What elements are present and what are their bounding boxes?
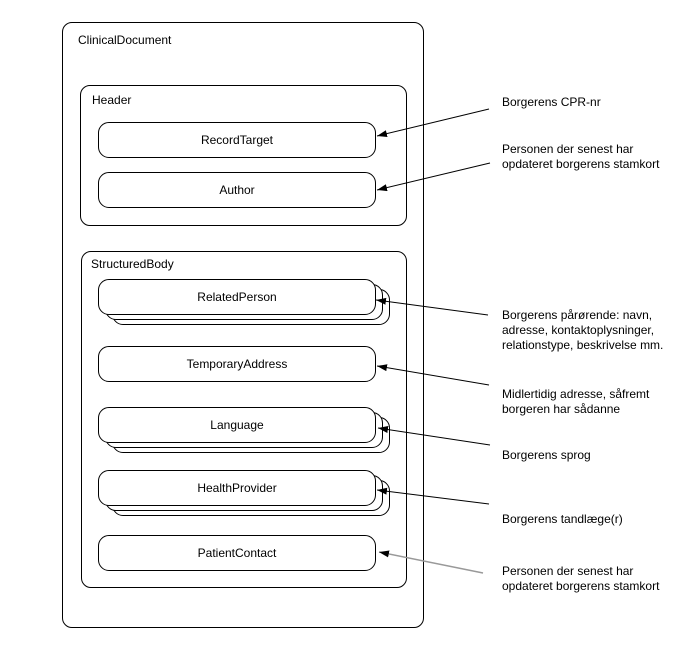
node-structured-body-label: StructuredBody (91, 257, 174, 271)
node-author-label: Author (219, 183, 255, 197)
annotation-related-person: Borgerens pårørende: navn, adresse, kont… (502, 308, 664, 352)
node-health-provider-label: HealthProvider (197, 481, 277, 495)
node-patient-contact: PatientContact (98, 535, 376, 571)
node-record-target-label: RecordTarget (200, 133, 274, 147)
annotation-author: Personen der senest har opdateret borger… (502, 142, 660, 171)
node-language-label: Language (210, 418, 264, 432)
node-header-label: Header (92, 93, 132, 107)
annotation-language: Borgerens sprog (502, 448, 591, 462)
node-clinical-document-label: ClinicalDocument (78, 33, 172, 47)
node-author: Author (98, 172, 376, 208)
node-related-person-label: RelatedPerson (197, 290, 277, 304)
annotation-temporary-address: Midlertidig adresse, såfremt borgeren ha… (502, 387, 650, 416)
node-health-provider: HealthProvider (98, 470, 376, 506)
annotation-patient-contact: Personen der senest har opdateret borger… (502, 564, 660, 593)
node-temporary-address-label: TemporaryAddress (186, 357, 288, 371)
annotation-health-provider: Borgerens tandlæge(r) (502, 512, 623, 526)
node-language: Language (98, 407, 376, 443)
node-patient-contact-label: PatientContact (197, 546, 277, 560)
node-record-target: RecordTarget (98, 122, 376, 158)
node-related-person: RelatedPerson (98, 279, 376, 315)
annotation-record-target: Borgerens CPR-nr (502, 95, 601, 109)
node-temporary-address: TemporaryAddress (98, 346, 376, 382)
